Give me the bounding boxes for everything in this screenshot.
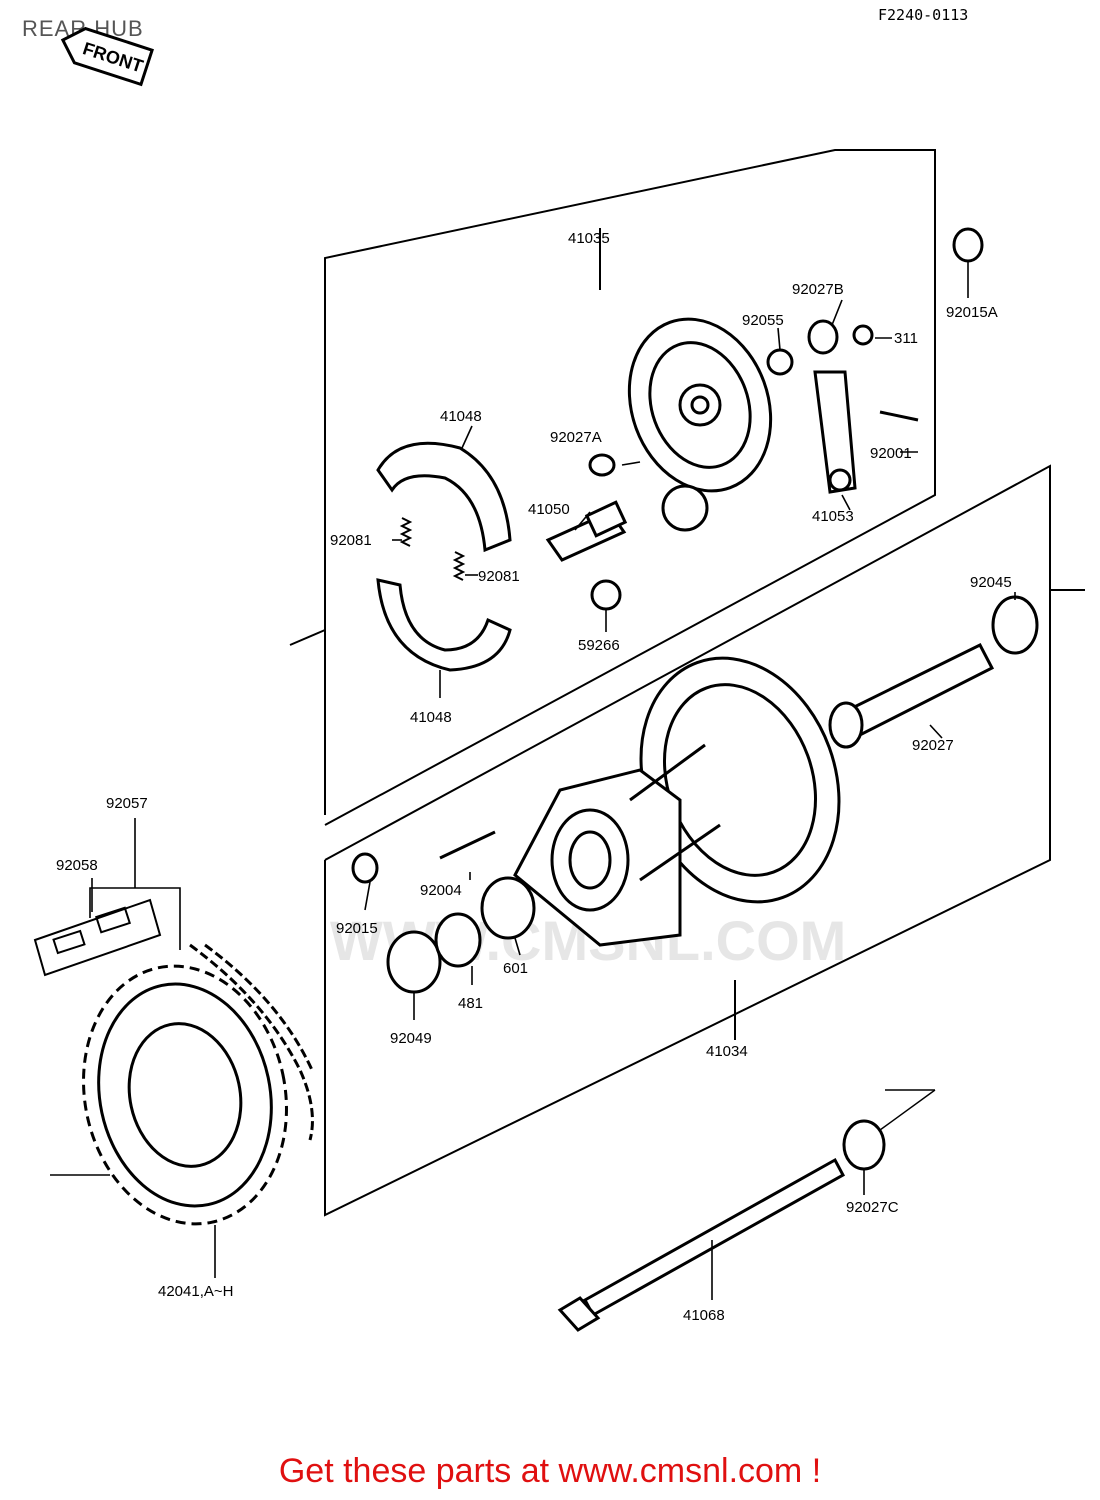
- brake-shoe-lower-drawing: [376, 578, 512, 672]
- spring-92081-lower-icon: [452, 551, 466, 581]
- joint-link-box: [33, 898, 162, 977]
- label-92058: 92058: [56, 857, 98, 874]
- label-311: 311: [894, 330, 918, 347]
- drive-chain-drawing: [189, 943, 314, 1141]
- brake-panel-group-outline: [289, 149, 936, 826]
- washer-92027A-icon: [588, 453, 616, 477]
- axle-41068-drawing: [557, 1157, 846, 1332]
- label-92049: 92049: [390, 1030, 432, 1047]
- label-92081-left: 92081: [330, 532, 372, 549]
- label-92015A: 92015A: [946, 304, 998, 321]
- label-92027A: 92027A: [550, 429, 602, 446]
- nut-311-icon: [852, 324, 874, 346]
- seal-59266-icon: [590, 579, 622, 611]
- label-59266: 59266: [578, 637, 620, 654]
- label-92045: 92045: [970, 574, 1012, 591]
- label-41034: 41034: [706, 1043, 748, 1060]
- circlip-481-icon: [434, 912, 482, 968]
- label-92004: 92004: [420, 882, 462, 899]
- front-arrow-icon: FRONT: [60, 26, 154, 87]
- part-labels: 41035 92015A 92027B 92055 311 41048 9202…: [56, 230, 1012, 1324]
- spring-92081-upper-icon: [399, 517, 413, 547]
- label-41050: 41050: [528, 501, 570, 518]
- label-92057: 92057: [106, 795, 148, 812]
- figure-code: F2240-0113: [878, 6, 969, 24]
- axis-guides: [50, 1089, 936, 1176]
- label-92055: 92055: [742, 312, 784, 329]
- label-92015: 92015: [336, 920, 378, 937]
- nut-92015-icon: [351, 852, 379, 884]
- brake-camshaft-drawing: [545, 500, 628, 562]
- small-parts-drawing: [351, 227, 1039, 1171]
- seal-92027B-icon: [807, 319, 839, 355]
- label-41068: 41068: [683, 1307, 725, 1324]
- oil-seal-601-icon: [480, 876, 536, 940]
- hub-group-outline: [324, 464, 1085, 1217]
- brake-panel-drawing: [627, 317, 773, 532]
- sprocket-drawing: [82, 964, 288, 1226]
- brake-lever-drawing: [813, 370, 857, 494]
- label-41053: 41053: [812, 508, 854, 525]
- stud-92004-icon: [439, 830, 496, 860]
- leader-lines: [89, 262, 1016, 1300]
- footer-promo-text: Get these parts at www.cmsnl.com !: [278, 1452, 822, 1490]
- nut-92015A-icon: [952, 227, 984, 263]
- o-ring-92055-icon: [766, 348, 794, 376]
- label-92027: 92027: [912, 737, 954, 754]
- label-92081-right: 92081: [478, 568, 520, 585]
- label-42041: 42041,A~H: [158, 1283, 233, 1300]
- bearing-92045-icon: [991, 595, 1039, 655]
- collar-92027C-icon: [842, 1119, 886, 1171]
- bearing-92049-icon: [386, 930, 442, 994]
- label-481: 481: [458, 995, 483, 1012]
- label-601: 601: [503, 960, 528, 977]
- label-41035: 41035: [568, 230, 610, 247]
- label-92027B: 92027B: [792, 281, 844, 298]
- brake-shoe-upper-drawing: [376, 441, 512, 553]
- label-41048-upper: 41048: [440, 408, 482, 425]
- label-92027C: 92027C: [846, 1199, 899, 1216]
- bolt-92001-icon: [879, 410, 919, 422]
- label-41048-lower: 41048: [410, 709, 452, 726]
- hub-drawing: [513, 656, 841, 947]
- spacer-92027-drawing: [828, 643, 995, 749]
- label-92001: 92001: [870, 445, 912, 462]
